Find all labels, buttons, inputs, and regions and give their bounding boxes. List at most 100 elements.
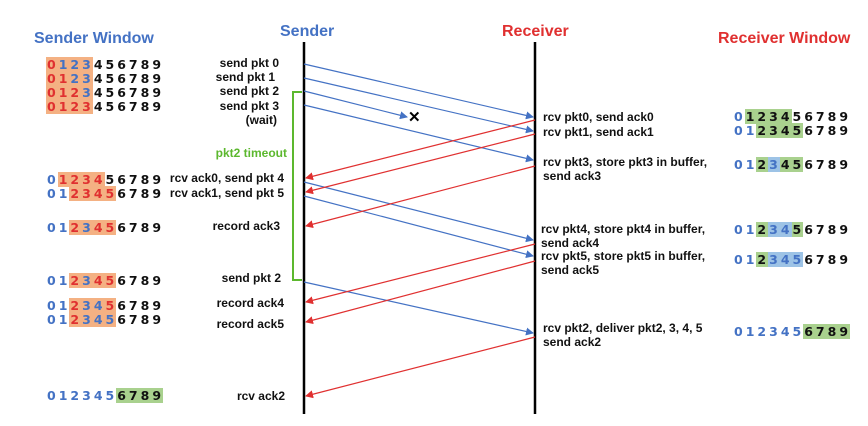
seq-digit: 8 — [139, 388, 152, 403]
seq-digit: 0 — [734, 109, 744, 124]
seq-digit: 4 — [779, 157, 792, 172]
arrow-send-pkt5 — [303, 195, 534, 259]
seq-digit: 3 — [768, 252, 780, 267]
seq-digit: 1 — [58, 298, 69, 313]
seq-digit: 6 — [117, 57, 127, 72]
seq-digit: 7 — [815, 123, 826, 138]
seq-digit: 8 — [827, 123, 838, 138]
seq-digit: 0 — [734, 324, 744, 339]
seq-digit: 9 — [152, 99, 163, 114]
seq-digit: 2 — [69, 172, 82, 187]
seq-digit: 3 — [81, 57, 93, 72]
seq-digit: 0 — [46, 71, 58, 86]
seq-digit: 4 — [93, 99, 104, 114]
seq-digit: 6 — [117, 85, 127, 100]
seq-digit: 9 — [839, 123, 850, 138]
seq-digit: 1 — [58, 388, 69, 403]
receiver-label-4: rcv pkt4, store pkt4 in buffer, — [541, 222, 706, 236]
seq-digit: 8 — [140, 273, 151, 288]
seq-digit: 2 — [69, 298, 82, 313]
seq-digit: 1 — [745, 222, 756, 237]
seq-digit: 2 — [70, 388, 81, 403]
sender-header: Sender — [280, 23, 335, 40]
sender-label-0: send pkt 0 — [219, 56, 279, 70]
seq-digit: 0 — [47, 172, 57, 187]
seq-digit: 6 — [117, 172, 127, 187]
seq-digit: 4 — [92, 312, 105, 327]
sender-label-ack3: record ack3 — [212, 219, 280, 233]
arrow-ack2 — [305, 336, 536, 399]
seq-digit: 7 — [815, 157, 826, 172]
arrow-ack5 — [305, 260, 536, 325]
seq-digit: 2 — [757, 324, 768, 339]
sender-window-header: Sender Window — [34, 30, 154, 47]
seq-digit: 3 — [81, 312, 93, 327]
seq-digit: 1 — [58, 186, 69, 201]
arrow-ack1 — [305, 133, 536, 195]
seq-digit: 8 — [826, 324, 839, 339]
seq-digit: 5 — [104, 220, 117, 235]
seq-digit: 9 — [152, 220, 163, 235]
seq-digit: 2 — [756, 157, 769, 172]
seq-digit: 7 — [815, 109, 826, 124]
seq-digit: 6 — [117, 99, 127, 114]
seq-digit: 0 — [47, 186, 57, 201]
seq-digit: 6 — [803, 324, 815, 339]
seq-digit: 0 — [47, 298, 57, 313]
seq-digit: 9 — [152, 85, 163, 100]
seq-digit: 3 — [81, 71, 93, 86]
seq-digit: 5 — [105, 172, 116, 187]
seq-digit: 4 — [93, 85, 104, 100]
seq-digit: 1 — [745, 324, 756, 339]
seq-digit: 7 — [128, 85, 139, 100]
seq-digit: 7 — [128, 71, 139, 86]
arrow-send-pkt1 — [303, 77, 534, 134]
seq-digit: 8 — [140, 99, 151, 114]
receiver-label-0: rcv pkt0, send ack0 — [543, 110, 654, 124]
receiver-label-1: rcv pkt1, send ack1 — [543, 125, 654, 139]
seq-digit: 3 — [768, 123, 780, 138]
seq-digit: 0 — [47, 220, 57, 235]
seq-digit: 8 — [827, 222, 838, 237]
seq-digit: 7 — [814, 324, 827, 339]
seq-digit: 0 — [47, 312, 57, 327]
arrow-ack4 — [305, 243, 536, 305]
seq-digit: 2 — [756, 252, 769, 267]
loss-mark: ✕ — [408, 109, 421, 126]
seq-digit: 8 — [827, 252, 838, 267]
receiver-label-8: rcv pkt2, deliver pkt2, 3, 4, 5 — [543, 321, 703, 335]
seq-digit: 9 — [152, 57, 163, 72]
seq-digit: 2 — [69, 312, 82, 327]
seq-digit: 2 — [69, 186, 82, 201]
seq-digit: 4 — [779, 109, 792, 124]
seq-digit: 3 — [81, 85, 93, 100]
seq-digit: 7 — [128, 186, 139, 201]
seq-digit: 9 — [152, 298, 163, 313]
seq-digit: 1 — [58, 273, 69, 288]
seq-digit: 7 — [128, 273, 139, 288]
seq-digit: 0 — [734, 157, 744, 172]
seq-digit: 5 — [791, 157, 804, 172]
seq-digit: 5 — [105, 85, 116, 100]
seq-digit: 4 — [780, 324, 791, 339]
seq-digit: 1 — [57, 99, 70, 114]
seq-digit: 6 — [117, 71, 127, 86]
seq-digit: 6 — [117, 186, 127, 201]
seq-digit: 6 — [804, 109, 814, 124]
seq-digit: 5 — [105, 57, 116, 72]
seq-digit: 4 — [779, 222, 792, 237]
timeout-label: pkt2 timeout — [215, 146, 287, 160]
seq-digit: 5 — [791, 222, 804, 237]
seq-digit: 0 — [734, 222, 744, 237]
seq-digit: 5 — [791, 123, 804, 138]
seq-digit: 9 — [151, 388, 164, 403]
seq-digit: 7 — [128, 99, 139, 114]
seq-digit: 8 — [140, 172, 151, 187]
